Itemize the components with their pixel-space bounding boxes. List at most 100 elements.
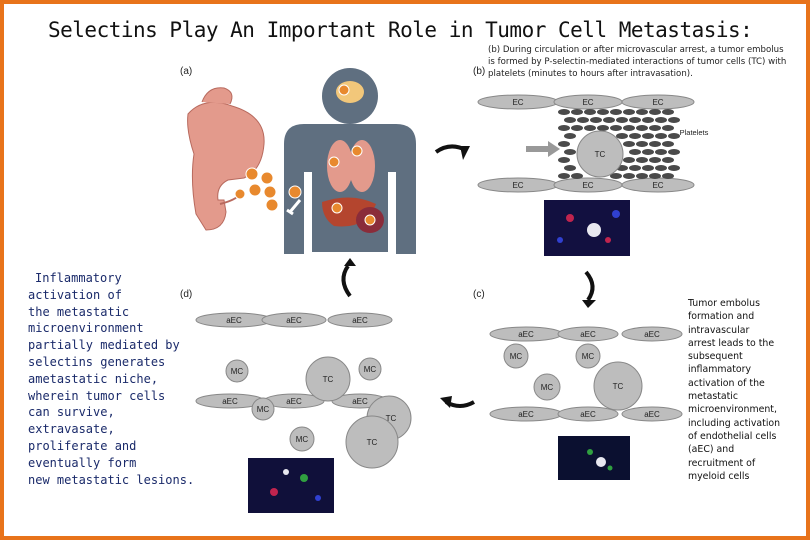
platelet xyxy=(636,109,648,115)
right-text-line: microenvironment, xyxy=(688,404,777,416)
label-aec: aEC xyxy=(644,330,660,339)
platelet xyxy=(564,165,576,171)
platelet xyxy=(616,133,628,139)
platelet xyxy=(610,173,622,179)
left-text-line: microenvironment xyxy=(28,321,144,336)
right-text-line: Tumor embolus xyxy=(688,298,760,309)
platelet xyxy=(564,149,576,155)
platelet xyxy=(642,117,654,123)
platelet xyxy=(590,117,602,123)
platelet xyxy=(642,133,654,139)
label-aec: aEC xyxy=(226,316,242,325)
panel-b-tumor-cell xyxy=(526,130,624,178)
platelet xyxy=(649,125,661,131)
platelet xyxy=(623,173,635,179)
platelet xyxy=(655,165,667,171)
panel-b-fluorescence-image xyxy=(544,200,630,256)
left-text-line: Inflammatory xyxy=(35,271,122,285)
cycle-arrowheads xyxy=(344,146,596,408)
platelet xyxy=(616,117,628,123)
left-description: Inflammatory activation of the metastati… xyxy=(28,270,195,488)
right-text-line: metastatic xyxy=(688,391,739,403)
platelet xyxy=(668,133,680,139)
platelet xyxy=(636,173,648,179)
label-ec: EC xyxy=(582,98,593,107)
label-ec: EC xyxy=(512,98,523,107)
right-text-line: activation of the xyxy=(688,377,765,389)
right-text-line: including activation xyxy=(688,417,781,429)
label-aec: aEC xyxy=(644,410,660,419)
platelet xyxy=(649,109,661,115)
platelet xyxy=(597,109,609,115)
label-tc: TC xyxy=(613,382,624,391)
right-text-line: intravascular xyxy=(688,324,750,336)
label-aec: aEC xyxy=(580,330,596,339)
platelet xyxy=(629,149,641,155)
platelet xyxy=(571,125,583,131)
right-text-line: formation and xyxy=(688,311,755,323)
label-ec: EC xyxy=(652,181,663,190)
label-aec: aEC xyxy=(518,410,534,419)
left-text-line: can survive, xyxy=(28,405,115,420)
label-tc: TC xyxy=(367,438,378,447)
panel-label-c: (c) xyxy=(473,289,485,300)
right-text-line: subsequent xyxy=(688,351,743,363)
stomach-intestine xyxy=(187,87,265,231)
left-text-line: eventually form xyxy=(28,455,137,470)
label-mc: MC xyxy=(582,352,595,361)
platelet xyxy=(642,165,654,171)
platelet xyxy=(623,157,635,163)
platelet xyxy=(649,173,661,179)
platelet xyxy=(603,117,615,123)
platelet xyxy=(668,149,680,155)
platelet xyxy=(610,109,622,115)
platelet xyxy=(610,125,622,131)
label-tc: TC xyxy=(386,414,397,423)
panel-d-fluorescence-image xyxy=(248,458,334,513)
label-aec: aEC xyxy=(518,330,534,339)
platelet xyxy=(558,157,570,163)
platelet xyxy=(558,141,570,147)
label-mc: MC xyxy=(231,367,244,376)
platelet xyxy=(558,173,570,179)
left-text-line: wherein tumor cells xyxy=(28,388,166,403)
platelet xyxy=(662,173,674,179)
platelet xyxy=(623,125,635,131)
platelet xyxy=(577,117,589,123)
platelet xyxy=(571,109,583,115)
panel-c-vessel xyxy=(489,326,683,422)
panel-c-fluorescence-image xyxy=(558,436,630,480)
platelet xyxy=(564,133,576,139)
right-description: Tumor embolus formation and intravascula… xyxy=(688,297,796,483)
platelet xyxy=(655,149,667,155)
label-ec: EC xyxy=(652,98,663,107)
label-mc: MC xyxy=(364,365,377,374)
label-tc: TC xyxy=(323,375,334,384)
slide-title: Selectins Play An Important Role in Tumo… xyxy=(48,18,753,42)
platelet xyxy=(662,125,674,131)
label-aec: aEC xyxy=(580,410,596,419)
platelet xyxy=(655,117,667,123)
platelet xyxy=(668,165,680,171)
platelet xyxy=(668,117,680,123)
label-platelets: Platelets xyxy=(680,128,709,137)
platelet xyxy=(558,109,570,115)
platelet-cluster xyxy=(558,109,680,179)
left-text-line: activation of xyxy=(28,287,122,302)
panel-label-b: (b) xyxy=(473,66,486,77)
platelet xyxy=(597,125,609,131)
right-text-line: inflammatory xyxy=(688,364,752,376)
panel-label-a: (a) xyxy=(180,66,193,77)
platelet xyxy=(623,141,635,147)
label-ec: EC xyxy=(582,181,593,190)
platelet xyxy=(662,141,674,147)
label-mc: MC xyxy=(257,405,270,414)
platelet xyxy=(649,157,661,163)
platelet xyxy=(636,125,648,131)
platelet xyxy=(571,173,583,179)
platelet xyxy=(584,109,596,115)
label-aec: aEC xyxy=(286,316,302,325)
left-text-line: new metastatic lesions. xyxy=(28,472,195,487)
right-text-line: of endothelial cells xyxy=(688,430,777,442)
